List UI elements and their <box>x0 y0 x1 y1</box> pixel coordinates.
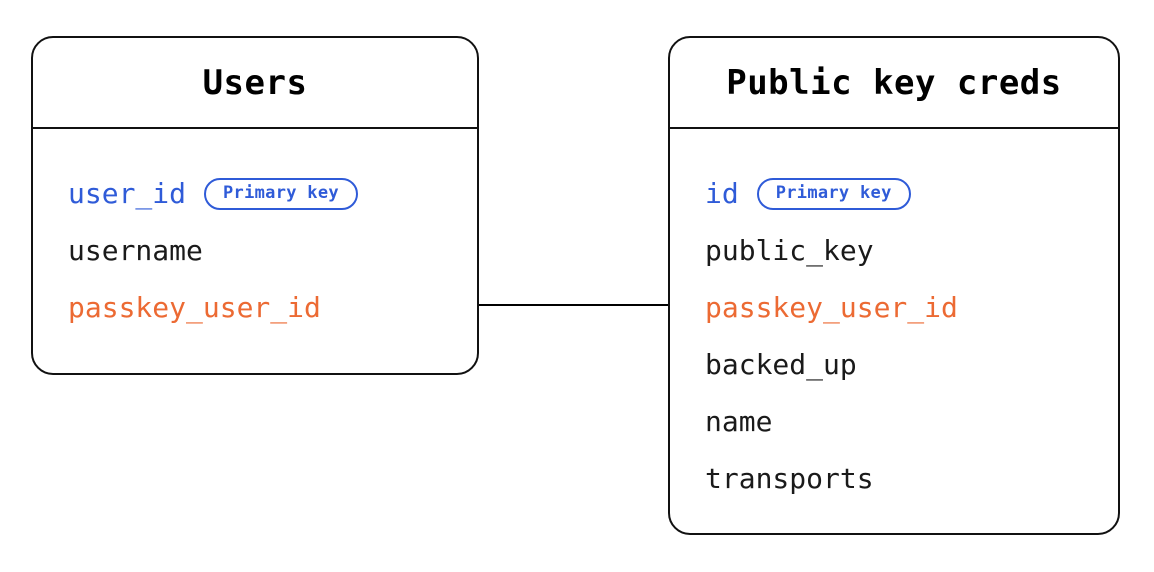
entity-title-users: Users <box>202 62 308 103</box>
field-row-passkey-user-id[interactable]: passkey_user_id <box>670 279 1118 336</box>
field-row-transports[interactable]: transports <box>670 450 1118 507</box>
field-name-id: id <box>705 176 739 210</box>
entity-field-list-public-key-creds: id Primary key public_key passkey_user_i… <box>670 165 1118 507</box>
field-row-id[interactable]: id Primary key <box>670 165 1118 222</box>
relationship-connector-users-to-public-key-creds <box>477 304 670 306</box>
field-name-username: username <box>68 233 203 267</box>
entity-header-users: Users <box>33 38 477 129</box>
field-name-public-key: public_key <box>705 233 874 267</box>
entity-header-public-key-creds: Public key creds <box>670 38 1118 129</box>
primary-key-badge: Primary key <box>756 177 911 210</box>
field-row-username[interactable]: username <box>33 222 477 279</box>
field-name-passkey-user-id: passkey_user_id <box>705 290 958 324</box>
entity-box-users[interactable]: Users user_id Primary key username passk… <box>31 36 479 375</box>
field-name-transports: transports <box>705 461 874 495</box>
field-row-passkey-user-id[interactable]: passkey_user_id <box>33 279 477 336</box>
field-name-name: name <box>705 404 773 438</box>
field-row-name[interactable]: name <box>670 393 1118 450</box>
field-name-user-id: user_id <box>68 176 187 210</box>
entity-field-list-users: user_id Primary key username passkey_use… <box>33 165 477 336</box>
field-row-backed-up[interactable]: backed_up <box>670 336 1118 393</box>
field-name-backed-up: backed_up <box>705 347 857 381</box>
entity-title-public-key-creds: Public key creds <box>726 62 1062 103</box>
field-name-passkey-user-id: passkey_user_id <box>68 290 321 324</box>
entity-box-public-key-creds[interactable]: Public key creds id Primary key public_k… <box>668 36 1120 535</box>
field-row-public-key[interactable]: public_key <box>670 222 1118 279</box>
field-row-user-id[interactable]: user_id Primary key <box>33 165 477 222</box>
primary-key-badge: Primary key <box>204 177 358 210</box>
